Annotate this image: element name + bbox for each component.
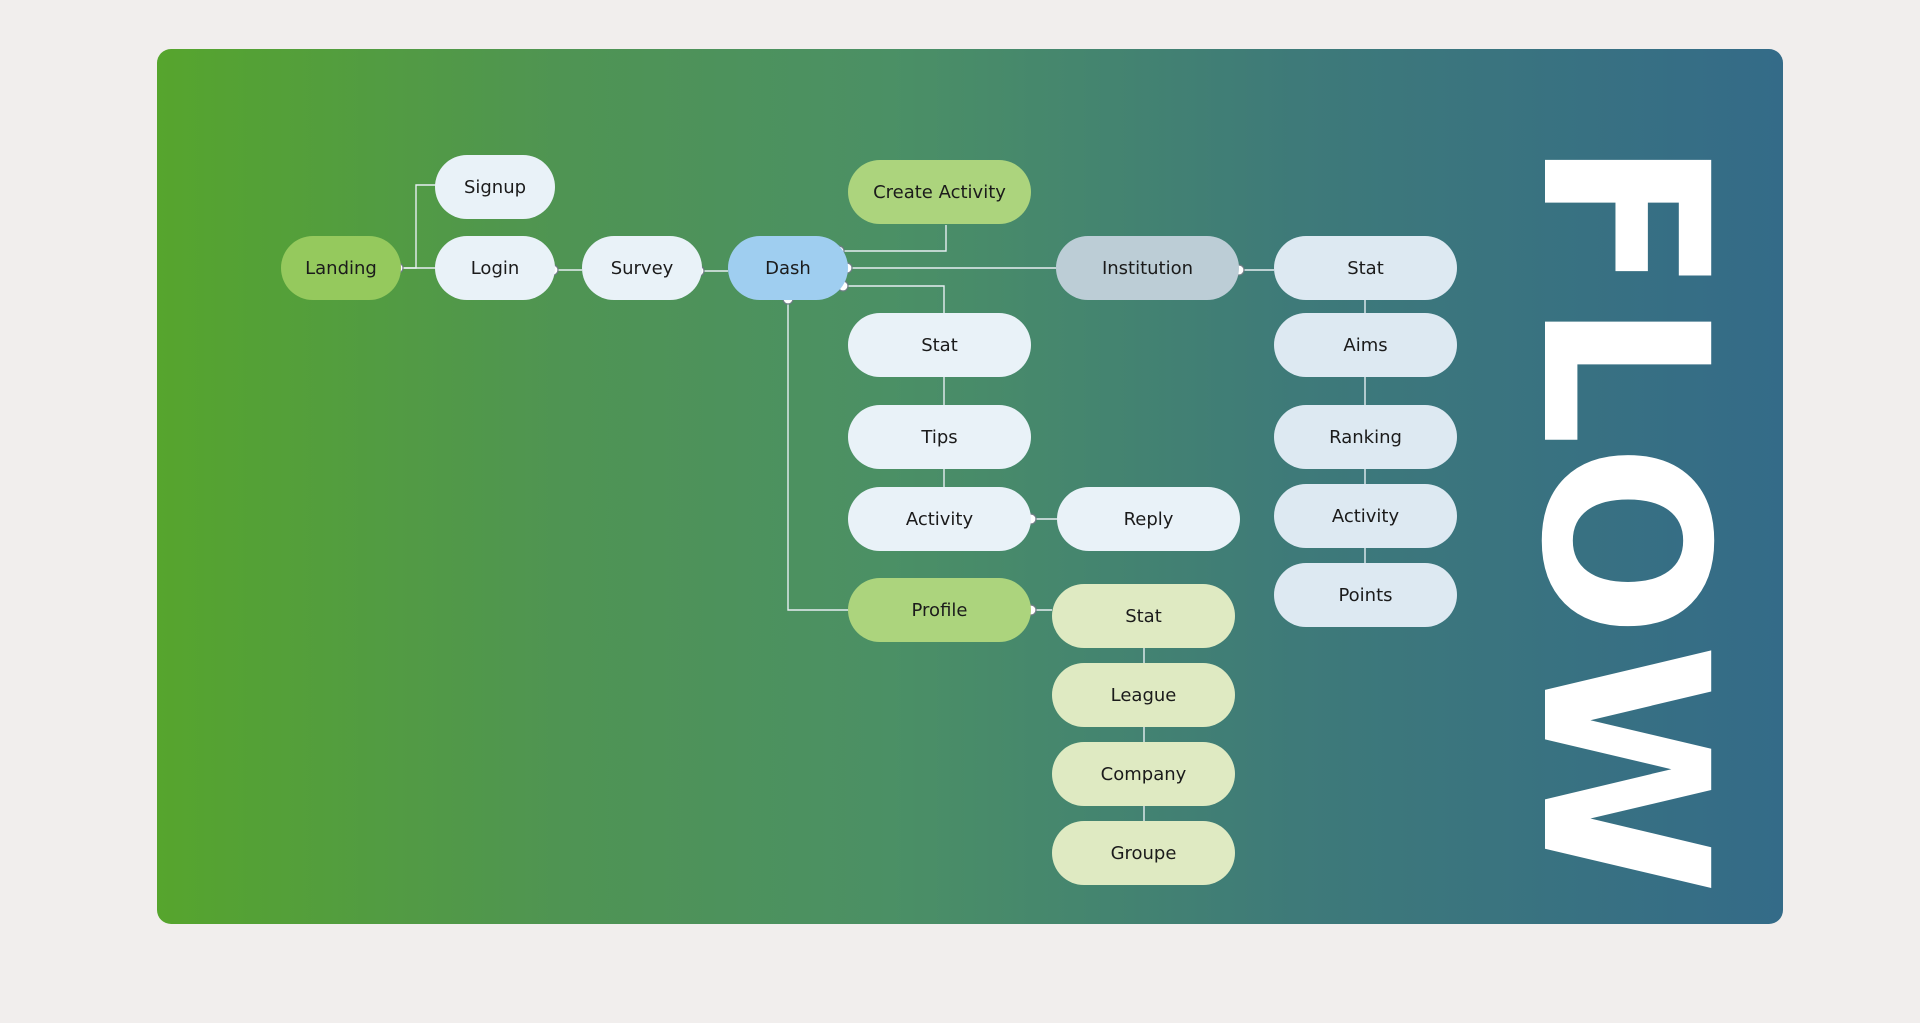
node-create-activity[interactable]: Create Activity [848, 160, 1031, 224]
node-points[interactable]: Points [1274, 563, 1457, 627]
node-login[interactable]: Login [435, 236, 555, 300]
node-institution[interactable]: Institution [1056, 236, 1239, 300]
node-profile-stat[interactable]: Stat [1052, 584, 1235, 648]
node-signup[interactable]: Signup [435, 155, 555, 219]
node-dash-stat[interactable]: Stat [848, 313, 1031, 377]
node-company[interactable]: Company [1052, 742, 1235, 806]
node-inst-stat[interactable]: Stat [1274, 236, 1457, 300]
node-profile[interactable]: Profile [848, 578, 1031, 642]
node-reply[interactable]: Reply [1057, 487, 1240, 551]
node-league[interactable]: League [1052, 663, 1235, 727]
node-dash-activity[interactable]: Activity [848, 487, 1031, 551]
node-ranking[interactable]: Ranking [1274, 405, 1457, 469]
node-aims[interactable]: Aims [1274, 313, 1457, 377]
node-landing[interactable]: Landing [281, 236, 401, 300]
node-dash[interactable]: Dash [728, 236, 848, 300]
node-groupe[interactable]: Groupe [1052, 821, 1235, 885]
node-inst-activity[interactable]: Activity [1274, 484, 1457, 548]
node-survey[interactable]: Survey [582, 236, 702, 300]
node-tips[interactable]: Tips [848, 405, 1031, 469]
flow-title: FLOW [1491, 138, 1757, 902]
